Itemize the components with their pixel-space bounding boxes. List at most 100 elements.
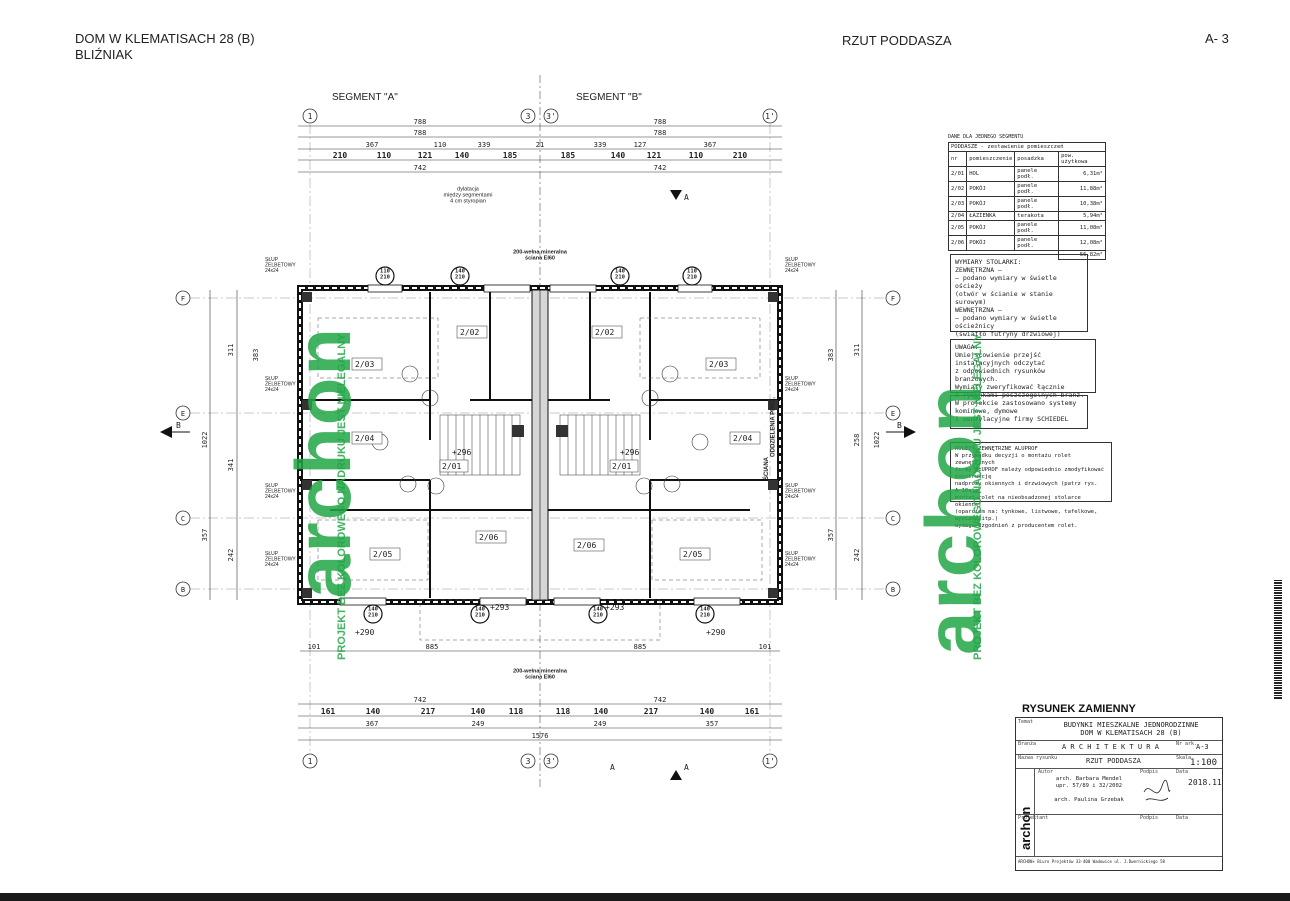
table-header: pow. użytkowa — [1058, 151, 1106, 167]
level-mark: +296 — [452, 448, 471, 457]
chimney-note: W projekcie zastosowano systemy kominowe… — [950, 395, 1088, 429]
dim-text: 383 — [252, 349, 260, 362]
tb-label: Projektant — [1018, 815, 1049, 821]
tb-drawing-name: RZUT PODDASZA — [1086, 757, 1141, 765]
room-labels: 2/02 2/03 2/01 2/05 2/06 2/02 2/03 2/01 … — [351, 325, 761, 561]
axis-markers-top — [302, 108, 778, 769]
room-label: 2/05 — [683, 550, 702, 559]
title-block: Temat BUDYNKI MIESZKALNE JEDNORODZINNE D… — [1015, 717, 1223, 871]
dim-text: 1022 — [873, 432, 881, 449]
dim-text: 742 — [414, 696, 427, 704]
dimension-bold-top: 210 110 121 140 185 185 140 121 110 210 — [333, 151, 748, 160]
dim-bold: 118 — [556, 707, 571, 716]
dim-bold: 210 — [733, 151, 748, 160]
dim-text: 339 — [594, 141, 607, 149]
level-mark: +293 — [490, 603, 509, 612]
dim-bold: 140 — [366, 707, 381, 716]
dim-text: 101 — [759, 643, 772, 651]
table-cell: panele podł. — [1014, 196, 1060, 212]
axis-letter: F — [891, 295, 895, 303]
dim-bold: 121 — [647, 151, 662, 160]
table-cell: panele podł. — [1014, 235, 1060, 251]
room-label: 2/02 — [460, 328, 479, 337]
tb-scale: 1:100 — [1190, 758, 1218, 768]
section-marks: B B A A A — [160, 190, 916, 780]
room-label: 2/05 — [373, 550, 392, 559]
watermark-note-left: PROJEKT BEZ KOLOROWEGO NADRUKU JEST NIEL… — [336, 333, 348, 660]
level-mark: +290 — [355, 628, 374, 637]
room-label: 2/03 — [355, 360, 374, 369]
table-cell: HOL — [966, 166, 1016, 182]
dim-text: 357 — [827, 529, 835, 542]
axis-letter: F — [181, 295, 185, 303]
axis-label: 3' — [546, 757, 556, 766]
level-mark: +293 — [605, 603, 624, 612]
room-label: 2/03 — [709, 360, 728, 369]
dim-bold: 110 — [689, 151, 704, 160]
dim-text: 788 — [414, 129, 427, 137]
dim-bold: 140 — [611, 151, 626, 160]
dim-text: 788 — [414, 118, 427, 126]
tb-date: 2018.11 — [1188, 778, 1222, 787]
replacement-label: RYSUNEK ZAMIENNY — [1022, 703, 1136, 715]
dim-bold: 217 — [644, 707, 659, 716]
tb-label: Temat — [1018, 719, 1034, 725]
table-cell: panele podł. — [1014, 181, 1060, 197]
dim-bold: 140 — [471, 707, 486, 716]
room-label: 2/01 — [612, 462, 631, 471]
sheet-number: A- 3 — [1205, 31, 1229, 46]
dimension-text-side: 311 383 341 1022 242 357 311 383 258 102… — [201, 344, 881, 562]
dim-text: 339 — [478, 141, 491, 149]
section-label: A — [684, 763, 689, 772]
room-label: 2/06 — [479, 533, 498, 542]
dim-bold: 217 — [421, 707, 436, 716]
dim-text: 1022 — [201, 432, 209, 449]
table-header: nr — [947, 151, 968, 167]
project-subtitle: BLIŹNIAK — [75, 47, 133, 62]
dim-text: 110 — [434, 141, 447, 149]
tb-label: Nr ark. — [1176, 741, 1198, 747]
section-label: A — [684, 193, 689, 202]
tb-label: Autor — [1038, 769, 1054, 775]
table-cell: POKÓJ — [966, 220, 1016, 236]
dim-text: 357 — [706, 720, 719, 728]
table-row: 2/02 POKÓJ panele podł. 11,88m² — [947, 181, 1106, 197]
table-cell: terakota — [1014, 211, 1060, 221]
dim-bold: 121 — [418, 151, 433, 160]
table-cell: panele podł. — [1014, 220, 1060, 236]
dim-text: 885 — [426, 643, 439, 651]
tb-designer-row: Projektant Podpis Data — [1016, 814, 1222, 857]
tb-sheet-nr: A-3 — [1196, 743, 1209, 751]
tb-branch-row: Branża A R C H I T E K T U R A Nr ark. A… — [1016, 740, 1222, 755]
axis-letter-labels: F E C B F E C B — [181, 295, 895, 594]
table-header-row: nr pomieszczenie posadzka pow. użytkowa — [947, 151, 1106, 167]
room-schedule-title: PODDASZE - zestawienie pomieszczeń — [948, 142, 1106, 152]
dim-bold: 161 — [321, 707, 336, 716]
room-schedule: DANE DLA JEDNEGO SEGMENTU PODDASZE - zes… — [947, 134, 1106, 260]
tb-label: Podpis — [1140, 769, 1159, 775]
tb-author: arch. Barbara Mendel upr. 57/89 i 32/200… — [1054, 776, 1124, 803]
table-cell: 6,31m² — [1058, 166, 1106, 182]
axis-letter: C — [181, 515, 185, 523]
dim-text: 242 — [853, 549, 861, 562]
dim-text: 788 — [654, 118, 667, 126]
dim-bold: 185 — [561, 151, 576, 160]
table-cell: POKÓJ — [966, 235, 1016, 251]
level-mark: +290 — [706, 628, 725, 637]
axis-label: 3' — [546, 112, 556, 121]
table-cell: 2/06 — [947, 235, 968, 251]
tb-label: Podpis — [1140, 815, 1159, 821]
table-row: 2/05 POKÓJ panele podł. 11,08m² — [947, 220, 1106, 236]
section-label: B — [897, 421, 902, 430]
axis-label: 1' — [765, 757, 775, 766]
roller-note: ROLETY ZEWNĘTRZNE ALUPROF W przypadku de… — [950, 442, 1112, 529]
